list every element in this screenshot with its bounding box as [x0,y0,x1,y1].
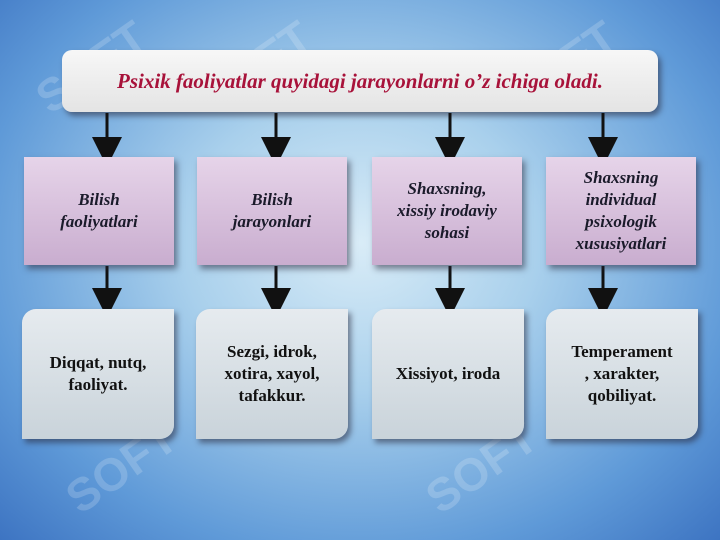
category-label: Shaxsning individual psixologik xususiya… [575,168,667,253]
item-text: Diqqat, nutq, faoliyat. [49,353,147,394]
diagram-title-box: Psixik faoliyatlar quyidagi jarayonlarni… [62,50,658,112]
item-box-1: Diqqat, nutq, faoliyat. [22,309,174,439]
category-box-1: Bilish faoliyatlari [24,157,174,265]
item-text: Temperament , xarakter, qobiliyat. [571,342,673,405]
item-text: Sezgi, idrok, xotira, xayol, tafakkur. [224,342,320,405]
category-label: Bilish faoliyatlari [60,190,138,231]
item-box-4: Temperament , xarakter, qobiliyat. [546,309,698,439]
item-box-2: Sezgi, idrok, xotira, xayol, tafakkur. [196,309,348,439]
category-label: Shaxsning, xissiy irodaviy sohasi [397,179,497,242]
category-box-4: Shaxsning individual psixologik xususiya… [546,157,696,265]
category-label: Bilish jarayonlari [232,190,312,231]
category-box-2: Bilish jarayonlari [197,157,347,265]
item-box-3: Xissiyot, iroda [372,309,524,439]
item-text: Xissiyot, iroda [395,364,501,383]
category-box-3: Shaxsning, xissiy irodaviy sohasi [372,157,522,265]
diagram-title: Psixik faoliyatlar quyidagi jarayonlarni… [117,68,603,93]
